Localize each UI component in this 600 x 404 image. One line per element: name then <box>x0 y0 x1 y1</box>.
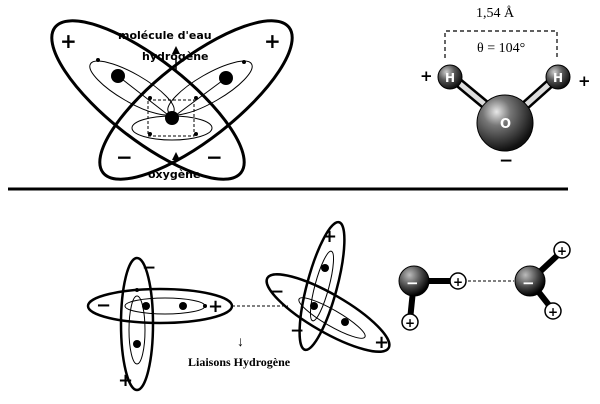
nucleus-b-hydrogen-low <box>341 318 349 326</box>
pair-plus-3: + <box>557 244 567 258</box>
hydrogen-nucleus-right <box>219 71 233 85</box>
nucleus-b-hydrogen <box>321 264 329 272</box>
charge-b-plus-top: + <box>322 226 337 247</box>
electron-dot <box>96 58 100 62</box>
pair-plus-4: + <box>548 305 558 319</box>
nucleus-b-oxygen <box>310 302 318 310</box>
charge-b-minus-left: − <box>270 282 284 302</box>
electron-dot <box>148 132 152 136</box>
pair-hydrogen-2 <box>401 313 419 331</box>
orbit-a-inner-v <box>128 295 146 365</box>
orbital-model-top <box>50 19 294 181</box>
label-oxygen: oxygène <box>148 168 200 181</box>
atom-label-o: O <box>500 117 511 132</box>
charge-minus-left: − <box>116 145 133 169</box>
hydrogen-nucleus-left <box>111 69 125 83</box>
electron-dot <box>194 132 198 136</box>
oxygen-nucleus <box>165 111 179 125</box>
nucleus-a-hydrogen-low <box>133 340 141 348</box>
pair-hydrogen-3 <box>553 241 571 259</box>
label-hydrogen: hydrogène <box>142 50 208 63</box>
charge-plus-h-right: + <box>578 72 591 90</box>
charge-plus-right: + <box>264 29 281 53</box>
pair-plus-2: + <box>405 316 415 330</box>
orbital-lobe-right <box>98 19 294 181</box>
atom-hydrogen-right <box>545 64 571 90</box>
pair-oxygen-right <box>514 265 546 297</box>
charge-plus-left: + <box>60 29 77 53</box>
orbit-b-inner-diagonal <box>298 297 366 339</box>
orbit-a-inner-h <box>124 297 206 315</box>
electron-dot <box>194 96 198 100</box>
orbit-b-inner-tilted <box>309 250 335 322</box>
pair-minus-right: − <box>522 274 535 292</box>
electron-dot <box>135 288 139 292</box>
bond-left <box>117 75 173 119</box>
charge-a-minus-top: − <box>142 258 156 278</box>
hbond-label: Liaisons Hydrogène <box>188 355 291 369</box>
charge-plus-h-left: + <box>420 67 433 85</box>
hbond-arrow: ↓ <box>237 335 244 350</box>
charge-a-plus-right: + <box>208 296 223 317</box>
pointer-arrow-oxygen <box>172 152 180 160</box>
electron-dot <box>242 60 246 64</box>
bond-right <box>171 77 227 119</box>
nucleus-a-hydrogen <box>179 302 187 310</box>
orbital-molecule-a <box>86 256 234 392</box>
atom-label-h-left: H <box>445 71 455 85</box>
charge-minus-o: − <box>499 151 513 171</box>
atom-label-h-right: H <box>553 71 563 85</box>
dashed-core-box <box>147 99 195 137</box>
distance-label: 1,54 Å <box>476 5 515 21</box>
atom-oxygen <box>476 94 534 152</box>
atom-hydrogen-left <box>437 64 463 90</box>
angle-label: θ = 104° <box>477 41 525 56</box>
pointer-arrowhead <box>172 46 180 54</box>
ball-stick-pair <box>398 241 571 331</box>
charge-a-plus-bottom: + <box>118 370 133 391</box>
electron-dot <box>203 304 207 308</box>
ball-stick-model-top <box>437 30 571 152</box>
lobe-a-vertical <box>119 256 155 392</box>
charge-a-minus-left: − <box>96 295 111 316</box>
orbital-molecule-b <box>265 220 391 353</box>
pair-oxygen-left <box>398 265 430 297</box>
label-molecule: molécule d'eau <box>118 29 212 42</box>
pair-hydrogen-4 <box>544 302 562 320</box>
charge-b-plus-right: + <box>374 332 389 353</box>
nucleus-a-oxygen <box>142 302 150 310</box>
pair-plus-1: + <box>453 275 463 289</box>
pair-hydrogen-1 <box>449 272 467 290</box>
charge-b-minus-bottom: − <box>290 321 304 341</box>
charge-minus-right: − <box>206 145 223 169</box>
pair-minus-left: − <box>406 274 419 292</box>
electron-dot <box>148 96 152 100</box>
lobe-b-diagonal <box>265 273 391 353</box>
